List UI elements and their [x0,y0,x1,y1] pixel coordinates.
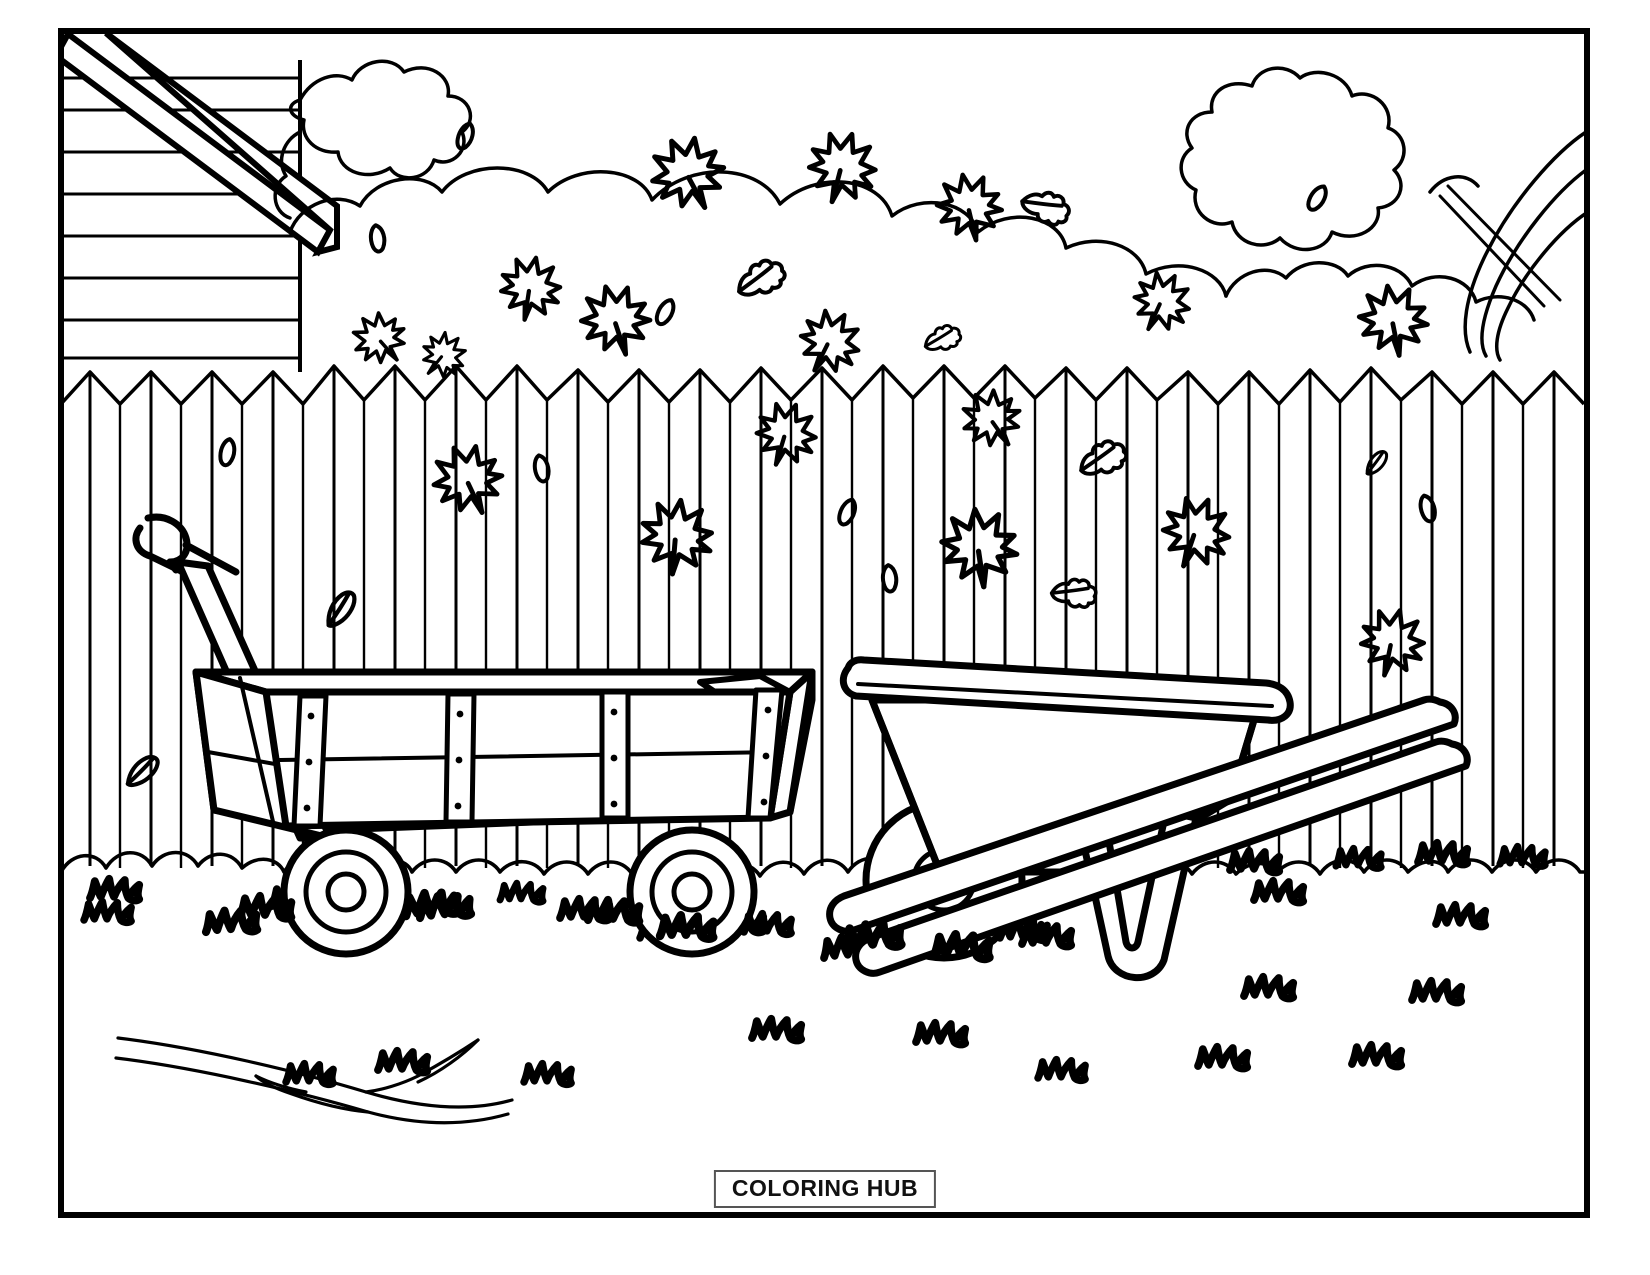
shed-building [61,31,340,372]
page-border [58,28,1590,1218]
bush-foliage [273,59,1587,362]
wheelbarrow [826,656,1471,981]
watermark-coloring-hub: COLORING HUB [713,1170,937,1208]
fallen-branch [114,1036,514,1125]
wooden-wagon [132,513,816,958]
